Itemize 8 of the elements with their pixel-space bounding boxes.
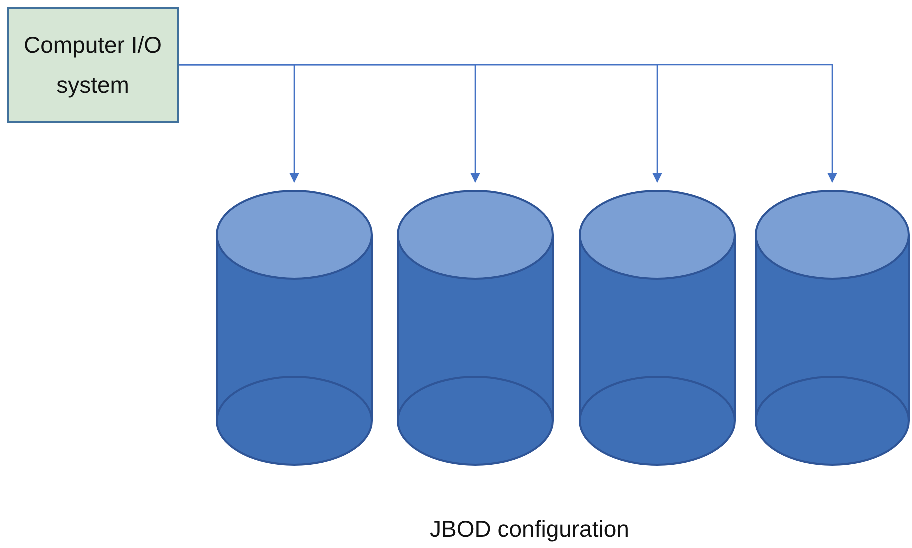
disk-cylinder: [755, 190, 910, 466]
caption-text: JBOD configuration: [430, 515, 630, 544]
disk-cylinder: [579, 190, 736, 466]
arrow: [179, 64, 838, 183]
process-box: [7, 7, 179, 123]
box-label: Computer I/O system: [22, 31, 164, 100]
disk-cylinder: [216, 190, 373, 466]
disk-cylinder: [397, 190, 554, 466]
